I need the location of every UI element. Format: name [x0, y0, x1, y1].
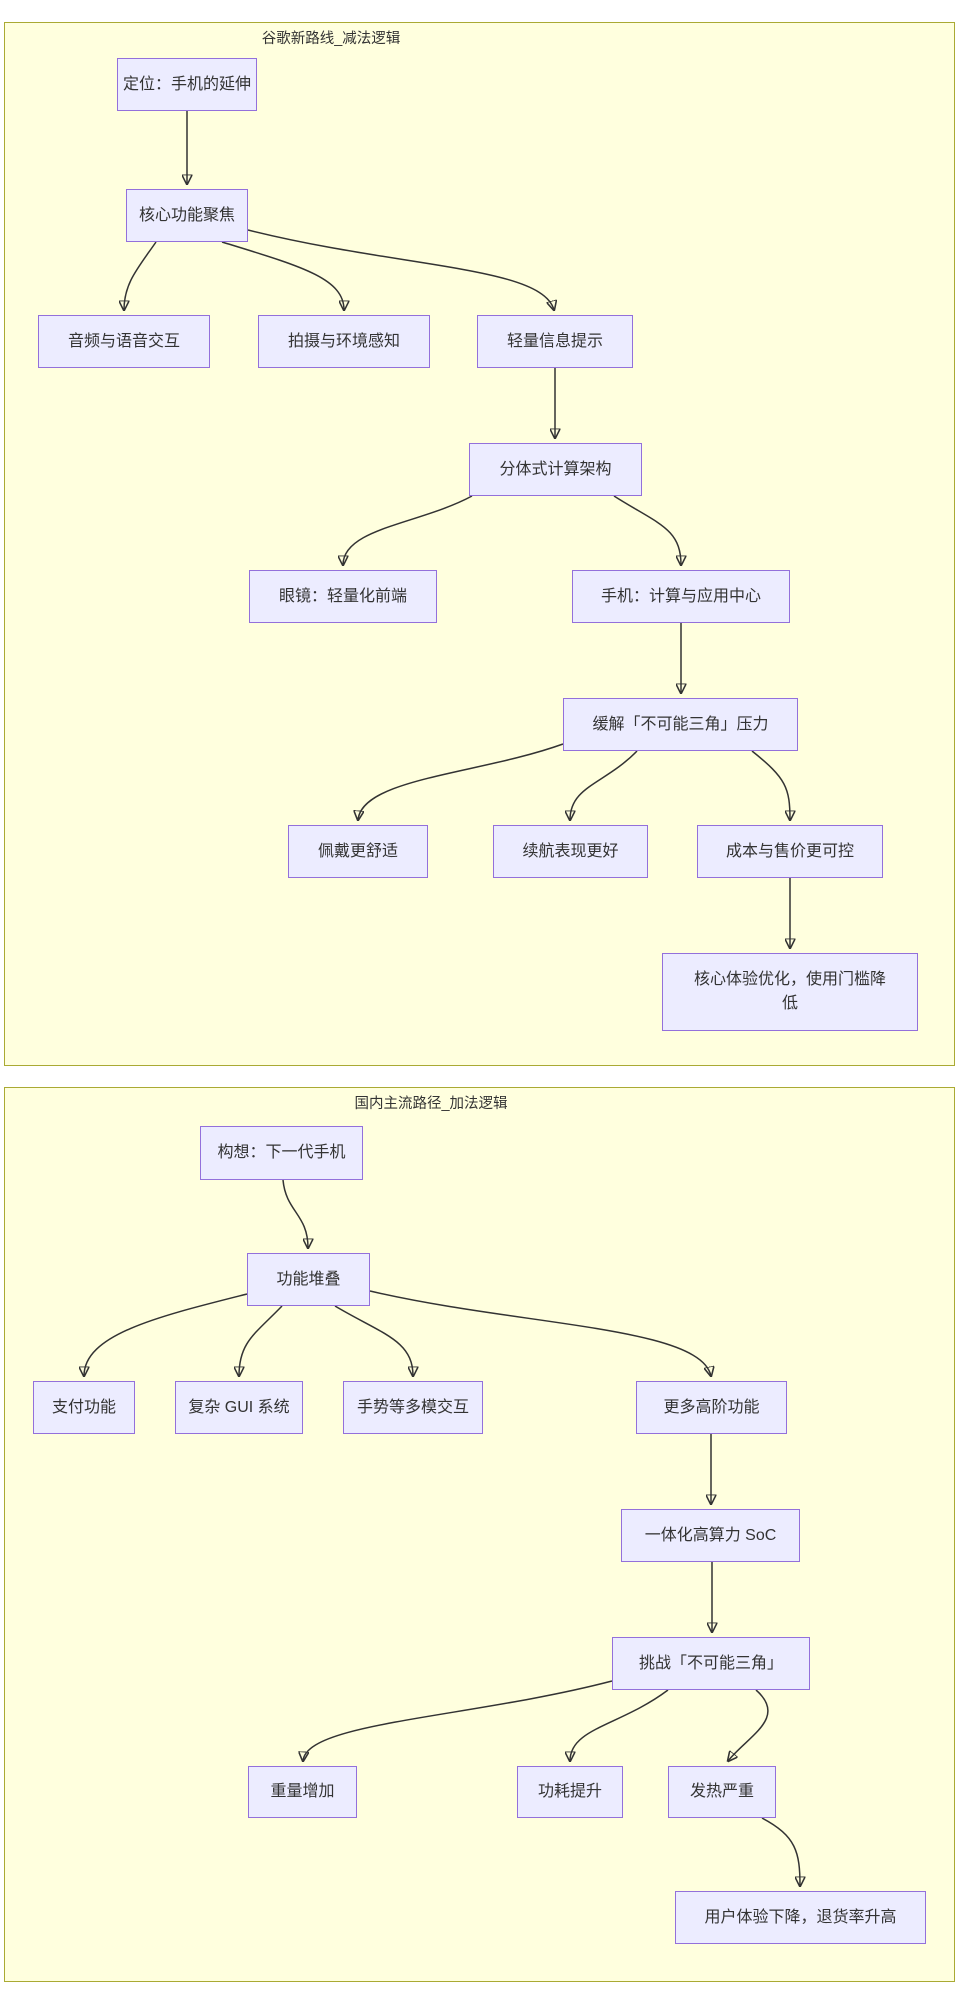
node-camera-environment-sensing: 拍摄与环境感知 [258, 315, 430, 368]
node-core-function-focus: 核心功能聚焦 [126, 189, 248, 242]
node-phone-compute-app-center: 手机：计算与应用中心 [572, 570, 790, 623]
edge-stacking-to-gesture [334, 1305, 413, 1376]
edge-relieve-to-cost [751, 750, 790, 820]
node-severe-heating: 发热严重 [668, 1766, 776, 1818]
edge-challenge-to-weight [303, 1680, 613, 1761]
edge-stacking-to-payment [84, 1293, 248, 1376]
node-audio-voice-interaction: 音频与语音交互 [38, 315, 210, 368]
edge-architecture-to-phone [613, 495, 681, 565]
node-payment-function: 支付功能 [33, 1381, 135, 1434]
edge-relieve-to-battery [570, 750, 638, 820]
diagram-title: 国内主流路径_加法逻辑 [354, 1096, 508, 1112]
edge-challenge-to-power [570, 1689, 669, 1761]
node-challenge-impossible-triangle: 挑战「不可能三角」 [612, 1637, 810, 1690]
diagram-title: 谷歌新路线_减法逻辑 [261, 31, 401, 47]
edge-heat-to-ux [761, 1817, 800, 1886]
edge-stacking-to-advanced [369, 1290, 711, 1376]
node-relieve-impossible-triangle: 缓解「不可能三角」压力 [563, 698, 798, 751]
edge-concept-to-stacking [282, 1179, 308, 1248]
node-gesture-multimodal: 手势等多模交互 [343, 1381, 483, 1434]
edge-focus-to-camera [221, 241, 344, 310]
node-feature-stacking: 功能堆叠 [247, 1253, 370, 1306]
node-better-battery-life: 续航表现更好 [493, 825, 648, 878]
node-power-consumption-rise: 功耗提升 [517, 1766, 623, 1818]
node-controllable-cost-price: 成本与售价更可控 [697, 825, 883, 878]
node-lightweight-info-prompts: 轻量信息提示 [477, 315, 633, 368]
node-next-gen-phone-concept: 构想：下一代手机 [200, 1126, 363, 1180]
node-ux-decline-returns-rise: 用户体验下降，退货率升高 [675, 1891, 926, 1944]
edge-relieve-to-wear [358, 743, 564, 820]
node-integrated-high-power-soc: 一体化高算力 SoC [621, 1509, 800, 1562]
edge-challenge-to-heat [728, 1689, 769, 1761]
node-core-experience-optimized: 核心体验优化，使用门槛降低 [662, 953, 918, 1031]
edge-focus-to-lightweight-info [247, 229, 554, 310]
edge-focus-to-audio [124, 241, 157, 310]
node-weight-increase: 重量增加 [248, 1766, 357, 1818]
node-split-computing-architecture: 分体式计算架构 [469, 443, 642, 496]
edge-stacking-to-gui [239, 1305, 283, 1376]
node-glasses-lightweight-frontend: 眼镜：轻量化前端 [249, 570, 437, 623]
node-more-comfortable-wear: 佩戴更舒适 [288, 825, 428, 878]
node-complex-gui-system: 复杂 GUI 系统 [175, 1381, 303, 1434]
node-positioning-phone-extension: 定位：手机的延伸 [117, 58, 257, 111]
node-more-advanced-features: 更多高阶功能 [636, 1381, 787, 1434]
edge-architecture-to-glasses [343, 495, 473, 565]
